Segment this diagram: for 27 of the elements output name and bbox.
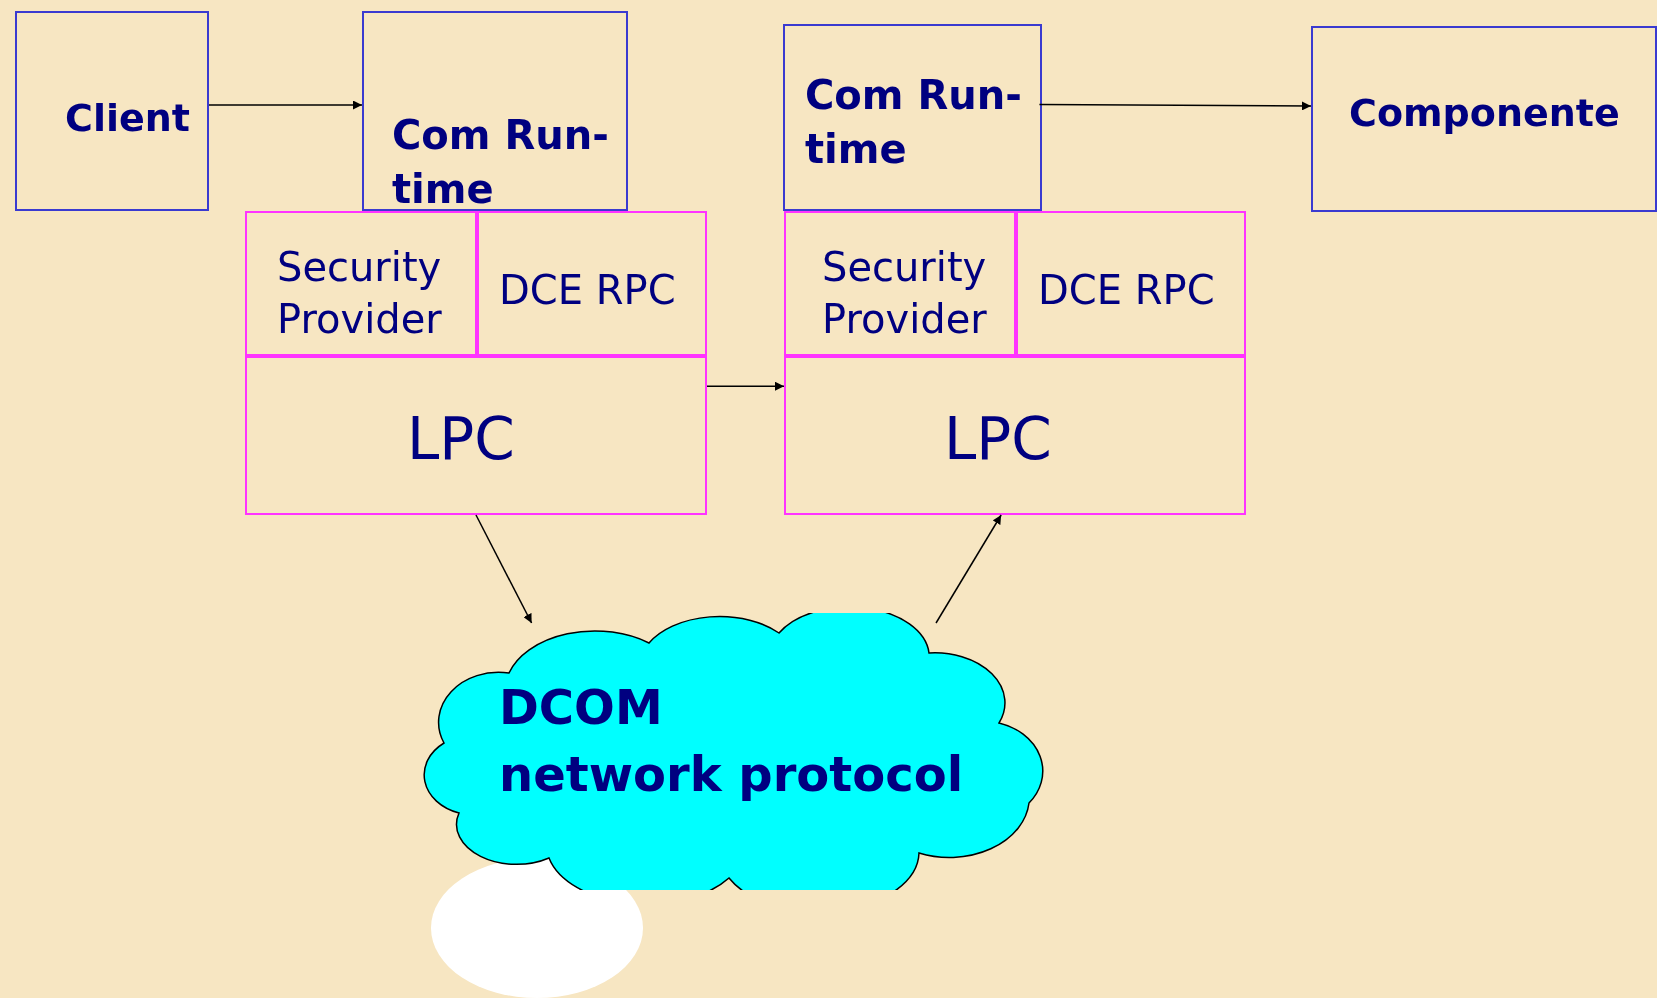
- client-box: [15, 11, 209, 211]
- box-label: LPC: [407, 404, 515, 475]
- runtime-box: [362, 11, 628, 211]
- box-label: Security Provider: [277, 243, 443, 344]
- arrow: [706, 381, 785, 391]
- lpc-box: [245, 356, 707, 515]
- arrow: [935, 514, 1002, 624]
- box-label: DCE RPC: [1038, 266, 1215, 315]
- box-label: Componente: [1349, 90, 1620, 137]
- box-label: Com Run-time: [392, 111, 610, 214]
- security-provider-box: [245, 211, 477, 356]
- box-label: Client: [65, 95, 190, 142]
- arrow: [475, 514, 533, 624]
- dce-rpc-box: [477, 211, 707, 356]
- cloud-label: network protocol: [499, 745, 964, 805]
- componente-box: [1311, 26, 1657, 212]
- cloud-label: DCOM: [499, 678, 663, 737]
- security-provider-box: [784, 211, 1016, 356]
- box-label: LPC: [944, 404, 1052, 475]
- box-label: Com Run-time: [805, 71, 1023, 174]
- runtime-box: [783, 24, 1042, 211]
- dce-rpc-box: [1016, 211, 1246, 356]
- box-label: DCE RPC: [499, 266, 676, 315]
- arrow: [208, 100, 363, 110]
- arrow: [1038, 101, 1312, 111]
- box-label: Security Provider: [822, 243, 988, 344]
- lpc-box: [784, 356, 1246, 515]
